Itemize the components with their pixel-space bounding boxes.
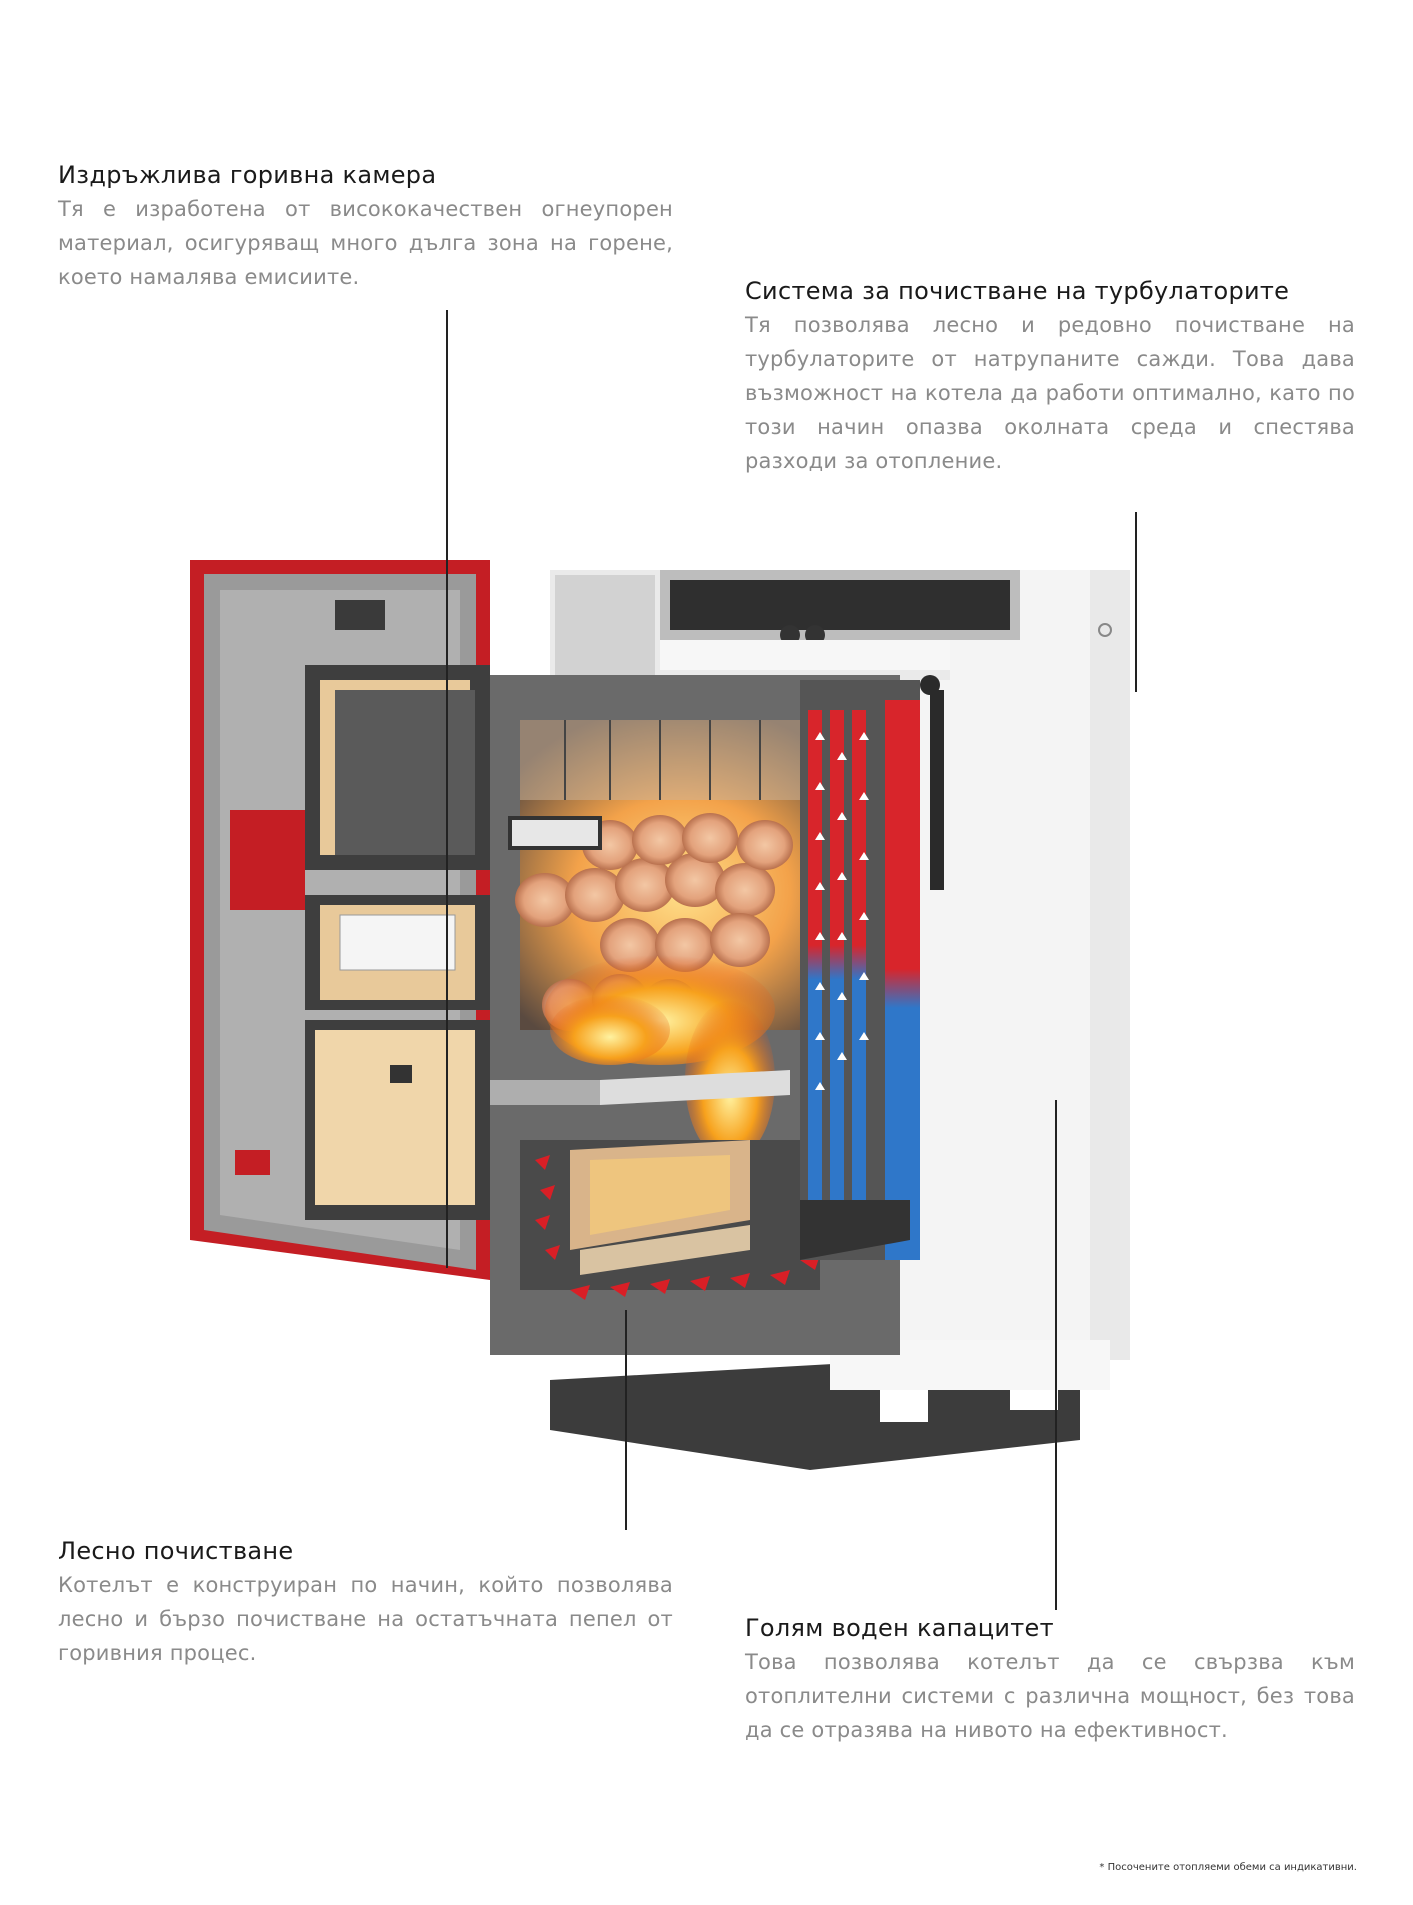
callout-text: Тя позволява лесно и редовно почистване … [745,313,1355,473]
smoke-flow-arrows [535,1155,850,1300]
boiler-cutaway-illustration [190,560,1130,1470]
callout-turbulator-cleaning: Система за почистване на турбулаторите Т… [745,276,1355,478]
callout-title: Лесно почистване [58,1537,294,1565]
callout-title: Голям воден капацитет [745,1614,1054,1642]
callout-water-capacity: Голям воден капацитет Това позволява кот… [745,1613,1355,1747]
callout-title: Издръжлива горивна камера [58,161,437,189]
water-jacket [800,675,944,1260]
boiler-door [190,560,490,1280]
callout-title: Система за почистване на турбулаторите [745,277,1290,305]
callout-easy-cleaning: Лесно почистване Котелът е конструиран п… [58,1536,673,1670]
callout-combustion-chamber: Издръжлива горивна камера Тя е изработен… [58,160,673,294]
footnote: * Посочените отопляеми обеми са индикати… [1099,1862,1357,1873]
heat-exchange-arrows [815,732,869,1090]
callout-text: Това позволява котелът да се свързва към… [745,1650,1355,1742]
leader-line-chamber [446,310,448,1268]
flames [545,955,775,1160]
callout-text: Тя е изработена от висококачествен огнеу… [58,197,673,289]
leader-line-water [1055,1100,1057,1610]
leader-line-turbulators [1135,512,1137,692]
leader-line-cleaning [625,1310,627,1530]
callout-text: Котелът е конструиран по начин, който по… [58,1573,673,1665]
